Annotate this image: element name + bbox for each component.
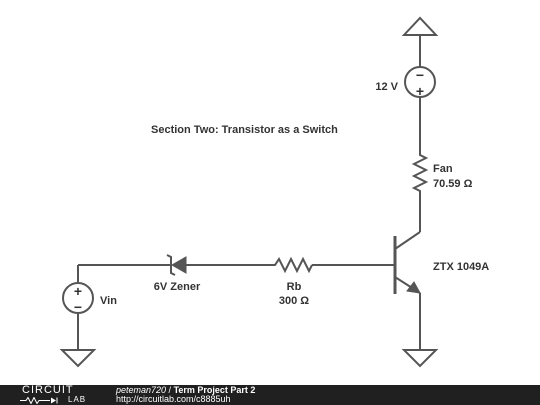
ground-right-symbol — [401, 349, 439, 368]
circuit-schematic: − + 12 V Fan 70.59 Ω ZTX 1049A Rb 300 Ω … — [59, 16, 489, 368]
logo-text-lab: LAB — [68, 395, 87, 404]
project-credit: peteman720 / Term Project Part 2 — [116, 386, 255, 395]
rb-value-label: 300 Ω — [279, 295, 309, 307]
supply-arrow-symbol — [401, 16, 439, 36]
rb-name-label: Rb — [287, 281, 302, 293]
ground-left-symbol — [59, 349, 97, 368]
credit-separator: / — [166, 385, 174, 395]
source-minus-sign: − — [416, 67, 424, 83]
circuitlab-logo[interactable]: CIRCUIT LAB — [0, 385, 108, 405]
zener-label: 6V Zener — [154, 281, 201, 293]
transistor-collector-lead — [394, 231, 421, 250]
vin-plus-sign: + — [74, 283, 82, 299]
diagram-title: Section Two: Transistor as a Switch — [151, 124, 338, 136]
vin-label: Vin — [100, 295, 117, 307]
footer-bar: CIRCUIT LAB peteman720 / Term Project Pa… — [0, 385, 540, 405]
author-link[interactable]: peteman720 — [116, 385, 167, 395]
fan-name-label: Fan — [433, 163, 453, 175]
source-plus-sign: + — [416, 83, 424, 99]
fan-value-label: 70.59 Ω — [433, 178, 473, 190]
transistor-label: ZTX 1049A — [433, 261, 489, 273]
transistor-emitter-arrow — [406, 281, 421, 294]
project-title-link[interactable]: Term Project Part 2 — [173, 385, 256, 395]
fan-resistor-symbol — [411, 150, 429, 196]
project-url-link[interactable]: http://circuitlab.com/c8885uh — [116, 394, 231, 404]
zener-triangle — [170, 256, 187, 274]
source-label: 12 V — [375, 81, 398, 93]
vin-minus-sign: − — [74, 299, 82, 315]
logo-text-circuit: CIRCUIT — [22, 384, 74, 396]
logo-waveform-icon — [20, 397, 58, 404]
rb-resistor-symbol — [270, 256, 313, 274]
